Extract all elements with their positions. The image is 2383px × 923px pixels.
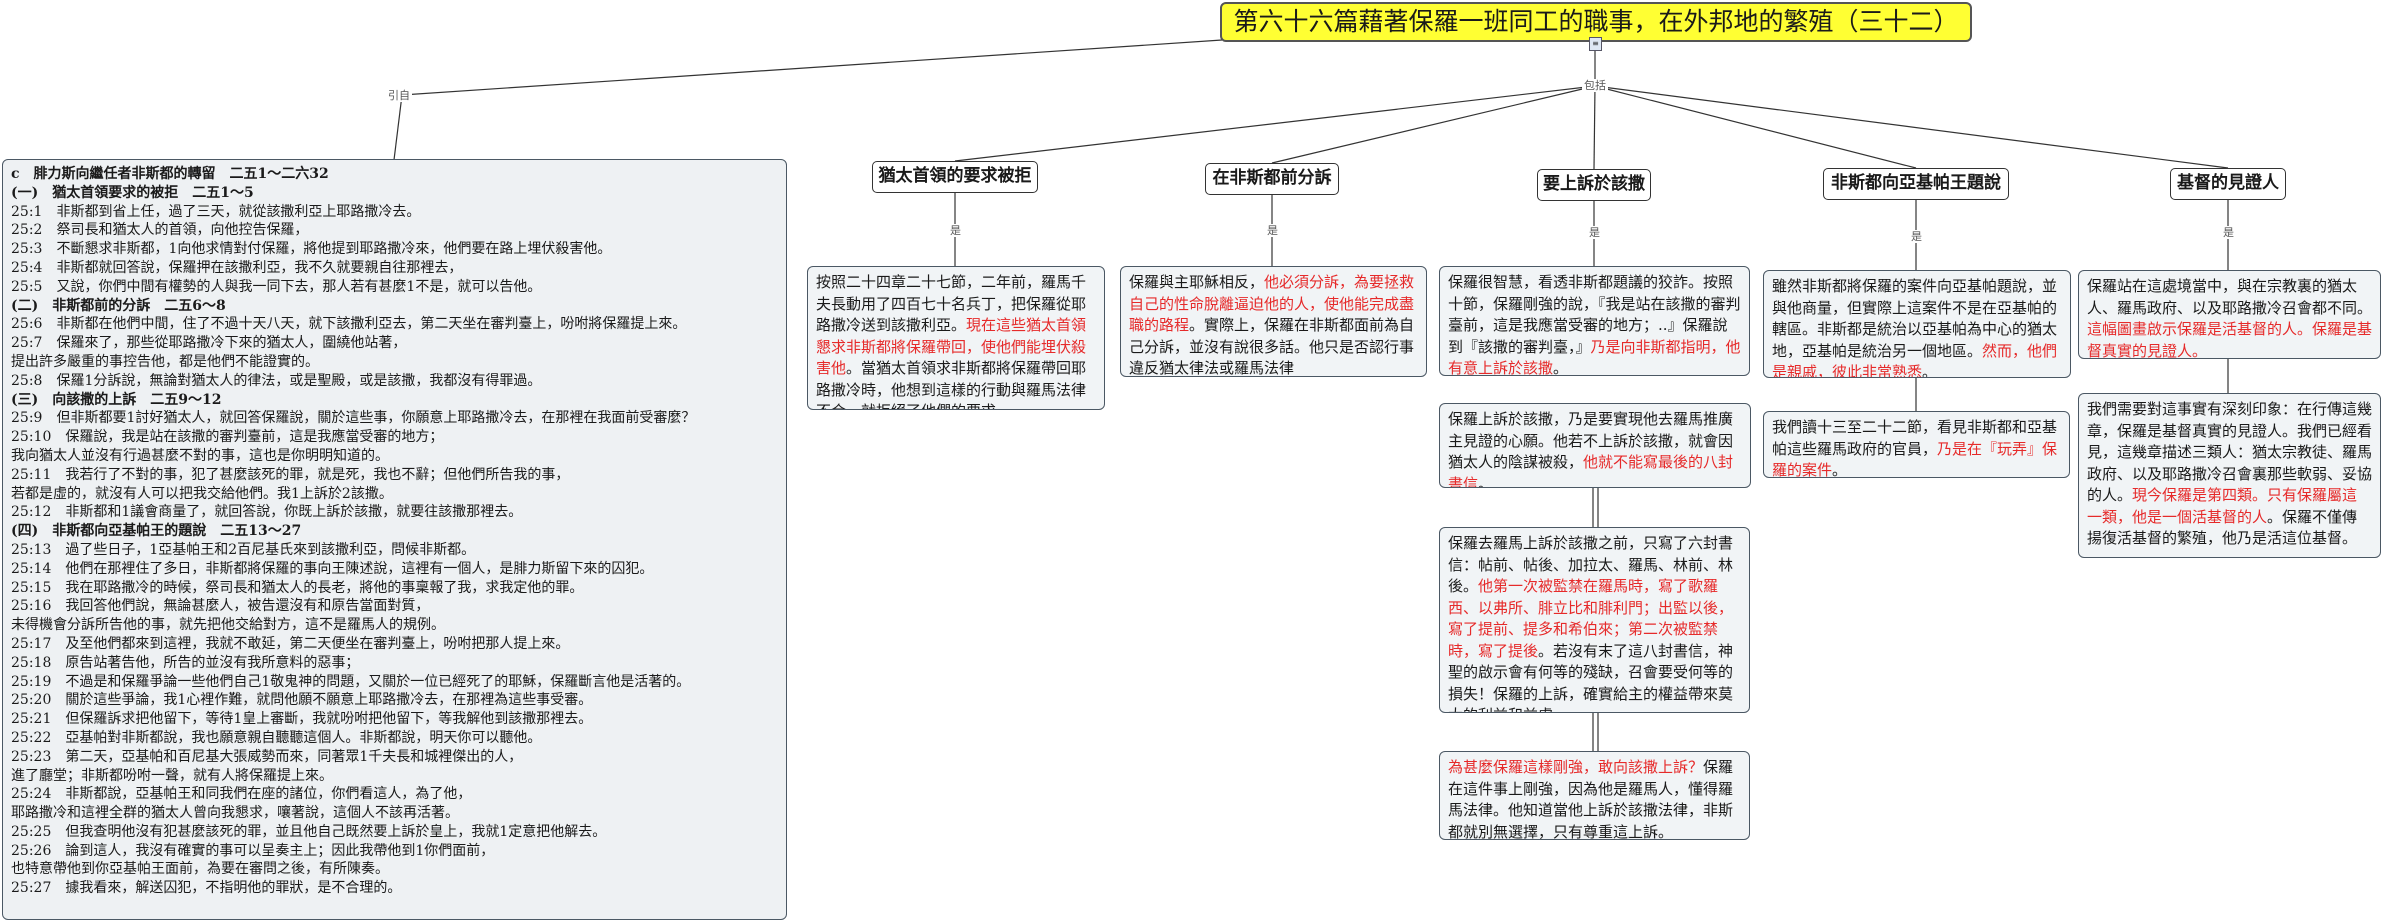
verse-line: 25:27 據我看來，解送囚犯，不指明他的罪狀，是不合理的。 (11, 880, 402, 897)
verse-line: 25:9 但非斯都要1討好猶太人，就回答保羅說，關於這些事，你願意上耶路撒冷去，… (11, 410, 696, 427)
highlight-text: 這幅圖畫啟示保羅是活基督的人。保羅是基督真實的見證人。 (2087, 320, 2373, 359)
verse-line: 25:5 又說，你們中間有權勢的人與我一同下去，那人若有甚麼1不是，就可以告他。 (11, 278, 542, 295)
text-box-defense: 保羅與主耶穌相反，他必須分訴，為要拯救自己的性命脫離逼迫他的人，使他能完成盡職的… (1120, 266, 1427, 377)
highlight-text: 他第一次被監禁在羅馬時，寫了歌羅西、以弗所、腓立比和腓利門；出監以後，寫了提前、… (1448, 577, 1734, 660)
verse-line: 25:4 非斯都就回答說，保羅押在該撒利亞，我不久就要親自往那裡去， (11, 259, 463, 276)
body-text: 保羅很智慧，看透非斯都題議的狡詐。按照十節，保羅剛強的說，『我是站在該撒的審判臺… (1448, 273, 1741, 356)
body-text: 保羅上訴於該撒，乃是要實現他去羅馬推廣主見證的心願。他若不上訴於該撒，就會因猶太… (1448, 410, 1734, 471)
node-appeal-to-caesar[interactable]: 要上訴於該撒 (1537, 169, 1651, 201)
body-text: 按照二十四章二十七節，二年前，羅馬千夫長動用了四百七十名兵丁，把保羅從耶路撒冷送… (816, 273, 1087, 334)
verse-line: 25:23 第二天，亞基帕和百尼基大張威勢而來，同著眾1千夫長和城裡傑出的人， (11, 748, 523, 765)
node-witness-of-christ[interactable]: 基督的見證人 (2170, 168, 2286, 200)
body-text: 。 (1553, 359, 1569, 376)
text-box-request-rejected: 按照二十四章二十七節，二年前，羅馬千夫長動用了四百七十名兵丁，把保羅從耶路撒冷送… (807, 266, 1105, 410)
verse-line: 我向猶太人並沒有行過甚麼不對的事，這也是你明明知道的。 (11, 447, 389, 464)
contains-label: 包括 (1582, 79, 1608, 92)
verse-line: 25:18 原告站著告他，所告的並沒有我所意料的惡事； (11, 654, 360, 671)
verse-line: 25:13 過了些日子，1亞基帕王和2百尼基氏來到該撒利亞，問候非斯都。 (11, 541, 476, 558)
verse-line: 25:20 關於這些爭論，我1心裡作難，就問他願不願意上耶路撒冷去，在那裡為這些… (11, 692, 593, 709)
scripture-text-box: c 腓力斯向繼任者非斯都的轉留 二五1～二六32 (一) 猶太首領要求的被拒 二五… (2, 159, 787, 920)
body-text: 。當猶太首領求非斯都將保羅帶回耶路撒冷時，他想到這樣的行動與羅馬法律不合，就拒絕… (816, 359, 1087, 409)
verse-line: 25:6 非斯都在他們中間，住了不過十天八天，就下該撒利亞去，第二天坐在審判臺上… (11, 316, 687, 333)
verse-line: 25:24 非斯都說，亞基帕王和同我們在座的諸位，你們看這人，為了他， (11, 786, 472, 803)
cite-label: 引自 (386, 89, 412, 102)
body-text: 我們讀十三至二十二節，看見非斯都和亞基帕這些羅馬政府的官員， (1772, 418, 2058, 458)
highlight-text: 為甚麼保羅這樣剛強，敢向該撒上訴？ (1448, 758, 1704, 776)
body-text: 保羅去羅馬上訴於該撒之前，只寫了六封書信：帖前、帖後、加拉太、羅馬、林前、林後。 (1448, 534, 1734, 595)
text-box-festus-agrippa: 雖然非斯都將保羅的案件向亞基帕題說，並與他商量，但實際上這案件不是在亞基帕的轄區… (1763, 270, 2071, 378)
body-text: 雖然非斯都將保羅的案件向亞基帕題說，並與他商量，但實際上這案件不是在亞基帕的轄區… (1772, 277, 2058, 360)
verse-line: 25:25 但我查明他沒有犯甚麼該死的罪，並且他自己既然要上訴於皇上，我就1定意… (11, 823, 607, 840)
highlight-text: 他必須分訴，為要拯救自己的性命脫離逼迫他的人，使他能完成盡職的路程 (1129, 273, 1415, 334)
verse-line: 25:2 祭司長和猶太人的首領，向他控告保羅， (11, 222, 309, 239)
verse-line: 若都是虛的，就沒有人可以把我交給他們。我1上訴於2該撒。 (11, 485, 393, 502)
verse-line: 25:19 不過是和保羅爭論一些他們自己1敬鬼神的問題，又關於一位已經死了的耶穌… (11, 673, 691, 690)
is-label-3: 是 (1587, 226, 1602, 239)
verse-line: 25:22 亞基帕對非斯都說，我也願意親自聽聽這個人。非斯都說，明天你可以聽他。 (11, 729, 542, 746)
verse-line: 耶路撒冷和這裡全群的猶太人曾向我懇求，嚷著說，這個人不該再活著。 (11, 805, 459, 822)
note-icon[interactable]: ≡ (1589, 37, 1602, 51)
text-box-playing-with-case: 我們讀十三至二十二節，看見非斯都和亞基帕這些羅馬政府的官員，乃是在『玩弄』保羅的… (1763, 411, 2070, 478)
verse-line: 25:3 不斷懇求非斯都，1向他求情對付保羅，將他提到耶路撒冷來，他們要在路上埋… (11, 241, 612, 258)
is-label-1: 是 (948, 224, 963, 237)
verse-line: 未得機會分訴所告他的事，就先把他交給對方，這不是羅馬人的規例。 (11, 617, 445, 634)
verse-line: 25:11 我若行了不對的事，犯了甚麼該死的罪，就是死，我也不辭；但他們所告我的… (11, 466, 570, 483)
section-heading: (四) 非斯都向亞基帕王的題說 二五13～27 (11, 523, 302, 540)
page-title: 第六十六篇藉著保羅一班同工的職事，在外邦地的繁殖（三十二） (1220, 2, 1972, 42)
body-text: 保羅與主耶穌相反， (1129, 273, 1265, 291)
verse-line: 25:8 保羅1分訴說，無論對猶太人的律法，或是聖殿，或是該撒，我都沒有得罪過。 (11, 372, 542, 389)
verse-line: 25:10 保羅說，我是站在該撒的審判臺前，這是我應當受審的地方； (11, 429, 444, 446)
highlight-text: 然而，他們是親戚，彼此非常熟悉 (1772, 341, 2058, 378)
is-label-2: 是 (1265, 224, 1280, 237)
node-festus-tells-agrippa[interactable]: 非斯都向亞基帕王題說 (1823, 168, 2009, 200)
text-box-why-bold: 為甚麼保羅這樣剛強，敢向該撒上訴？保羅在這件事上剛強，因為他是羅馬人，懂得羅馬法… (1439, 751, 1750, 840)
verse-line: 提出許多嚴重的事控告他，都是他們不能證實的。 (11, 353, 319, 370)
section-heading: (三) 向該撒的上訴 二五9～12 (11, 391, 222, 408)
body-text: 保羅站在這處境當中，與在宗教裏的猶太人、羅馬政府、以及耶路撒冷召會都不同。 (2087, 277, 2373, 317)
verse-line: 25:1 非斯都到省上任，過了三天，就從該撒利亞上耶路撒冷去。 (11, 203, 421, 220)
highlight-text: 乃是在『玩弄』保羅的案件 (1772, 439, 2058, 478)
verse-line: 進了廳堂；非斯都吩咐一聲，就有人將保羅提上來。 (11, 767, 333, 784)
verse-line: 25:12 非斯都和1議會商量了，就回答說，你既上訴於該撒，就要往該撒那裡去。 (11, 504, 523, 521)
text-box-last-eight-epistles: 保羅上訴於該撒，乃是要實現他去羅馬推廣主見證的心願。他若不上訴於該撒，就會因猶太… (1439, 403, 1751, 488)
text-box-six-epistles: 保羅去羅馬上訴於該撒之前，只寫了六封書信：帖前、帖後、加拉太、羅馬、林前、林後。… (1439, 527, 1750, 713)
highlight-text: 現今保羅是第四類。只有保羅屬這一類，他是一個活基督的人 (2087, 486, 2358, 526)
verse-line: 25:17 及至他們都來到這裡，我就不敢延，第二天便坐在審判臺上，吩咐把那人提上… (11, 635, 570, 652)
is-label-4: 是 (1909, 230, 1924, 243)
highlight-text: 乃是向非斯都指明，他有意上訴於該撒 (1448, 337, 1741, 376)
highlight-text: 他就不能寫最後的八封書信 (1448, 453, 1734, 488)
body-text: 。 (1478, 474, 1494, 488)
verse-line: 25:14 他們在那裡住了多日，非斯都將保羅的事向王陳述說，這裡有一個人，是腓力… (11, 560, 654, 577)
text-box-fourth-category: 我們需要對這事實有深刻印象：在行傳這幾章，保羅是基督真實的見證人。我們已經看見，… (2078, 393, 2381, 558)
text-box-appeal-wisdom: 保羅很智慧，看透非斯都題議的狡詐。按照十節，保羅剛強的說，『我是站在該撒的審判臺… (1439, 266, 1750, 376)
text-box-witness: 保羅站在這處境當中，與在宗教裏的猶太人、羅馬政府、以及耶路撒冷召會都不同。這幅圖… (2078, 270, 2381, 359)
section-heading: (二) 非斯都前的分訴 二五6～8 (11, 297, 226, 314)
verse-line: 25:7 保羅來了，那些從耶路撒冷下來的猶太人，圍繞他站著， (11, 335, 407, 352)
body-text: 。若沒有末了這八封書信，神聖的啟示會有何等的殘缺，召會要受何等的損失！保羅的上訴… (1448, 641, 1734, 713)
highlight-text: 現在這些猶太首領懇求非斯都將保羅帶回，使他們能埋伏殺害他 (816, 316, 1087, 377)
verse-line: 25:26 論到這人，我沒有確實的事可以呈奏主上；因此我帶他到1你們面前， (11, 842, 495, 859)
body-text: 我們需要對這事實有深刻印象：在行傳這幾章，保羅是基督真實的見證人。我們已經看見，… (2087, 400, 2373, 504)
verse-line: 25:15 我在耶路撒冷的時候，祭司長和猶太人的長老，將他的事稟報了我，求我定他… (11, 579, 584, 596)
section-heading: (一) 猶太首領要求的被拒 二五1～5 (11, 184, 254, 201)
body-text: 。實際上，保羅在非斯都面前為自己分訴，並沒有說很多話。他只是否認行事違反猶太律法… (1129, 316, 1415, 377)
body-text: 。 (1832, 461, 1848, 478)
verse-line: 也特意帶他到你亞基帕王面前，為要在審問之後，有所陳奏。 (11, 861, 389, 878)
verse-line: 25:16 我回答他們說，無論甚麼人，被告還沒有和原告當面對質， (11, 598, 430, 615)
section-heading: c 腓力斯向繼任者非斯都的轉留 二五1～二六32 (11, 166, 329, 182)
node-defense-before-festus[interactable]: 在非斯都前分訴 (1205, 163, 1339, 195)
body-text: 保羅在這件事上剛強，因為他是羅馬人，懂得羅馬法律。他知道當他上訴於該撒法律，非斯… (1448, 758, 1734, 840)
node-jewish-leaders-request[interactable]: 猶太首領的要求被拒 (872, 161, 1038, 193)
verse-line: 25:21 但保羅訴求把他留下，等待1皇上審斷，我就吩咐把他留下，等我解他到該撒… (11, 711, 593, 728)
is-label-5: 是 (2221, 226, 2236, 239)
body-text: 。保羅不僅傳揚復活基督的繁殖，他乃是活這位基督。 (2087, 507, 2358, 548)
body-text: 。 (1922, 363, 1938, 378)
